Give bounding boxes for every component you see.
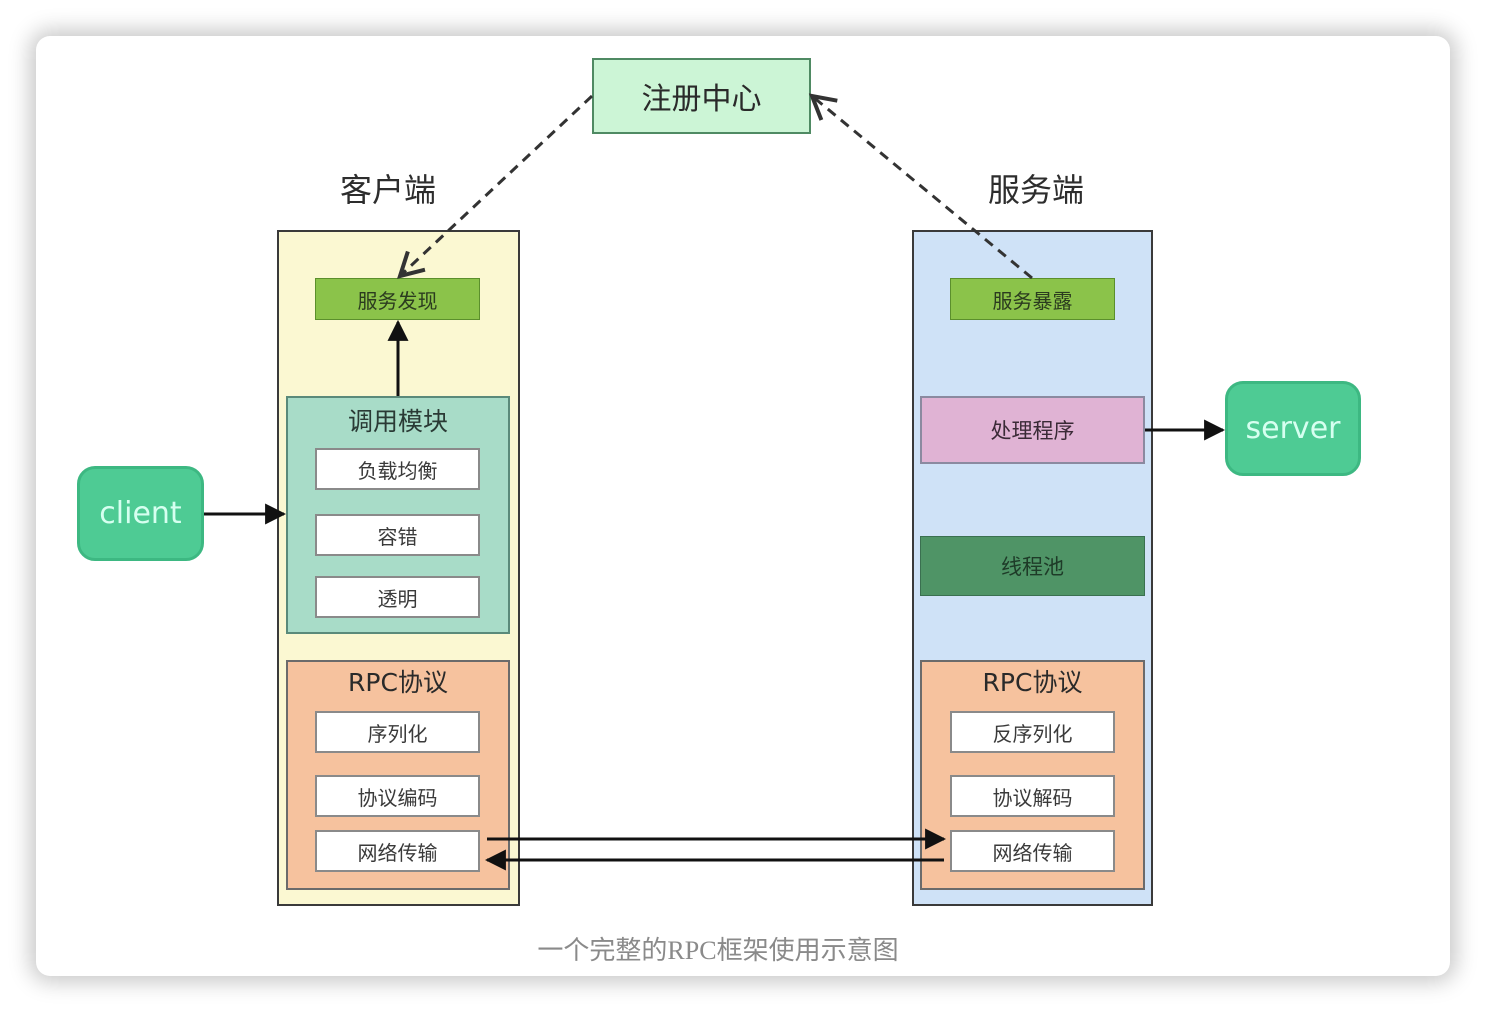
service-exposure-box: 服务暴露 <box>950 278 1115 320</box>
protocol-encode-label: 协议编码 <box>357 785 438 810</box>
fault-tolerance-label: 容错 <box>377 524 418 549</box>
service-discovery-box: 服务发现 <box>315 278 480 320</box>
diagram-caption: 一个完整的RPC框架使用示意图 <box>537 935 899 965</box>
thread-pool-box: 线程池 <box>920 536 1145 596</box>
client-rpc-protocol-title: RPC协议 <box>348 668 448 697</box>
server-node: server <box>1225 381 1361 476</box>
client-node-label: client <box>99 496 182 531</box>
load-balance-box: 负载均衡 <box>315 448 480 490</box>
client-node: client <box>77 466 204 561</box>
load-balance-label: 负载均衡 <box>357 458 438 483</box>
server-rpc-protocol-title: RPC协议 <box>982 668 1083 697</box>
transparency-box: 透明 <box>315 576 480 618</box>
client-network-transfer-label: 网络传输 <box>357 840 438 865</box>
invoke-module-title: 调用模块 <box>347 407 448 436</box>
diagram-card <box>36 36 1450 976</box>
handler-box: 处理程序 <box>920 396 1145 464</box>
server-network-transfer-box: 网络传输 <box>950 830 1115 872</box>
registry-center-box: 注册中心 <box>592 58 811 134</box>
protocol-decode-label: 协议解码 <box>992 785 1073 810</box>
serialize-label: 序列化 <box>367 721 428 746</box>
server-node-label: server <box>1245 411 1341 446</box>
client-network-transfer-box: 网络传输 <box>315 830 480 872</box>
handler-label: 处理程序 <box>990 419 1075 443</box>
service-discovery-label: 服务发现 <box>357 288 438 313</box>
server-network-transfer-label: 网络传输 <box>992 840 1073 865</box>
protocol-decode-box: 协议解码 <box>950 775 1115 817</box>
transparency-label: 透明 <box>377 586 418 611</box>
client-side-title: 客户端 <box>339 171 436 209</box>
thread-pool-label: 线程池 <box>1001 555 1064 579</box>
service-exposure-label: 服务暴露 <box>992 288 1073 313</box>
fault-tolerance-box: 容错 <box>315 514 480 556</box>
deserialize-box: 反序列化 <box>950 711 1115 753</box>
protocol-encode-box: 协议编码 <box>315 775 480 817</box>
server-side-title: 服务端 <box>987 171 1084 209</box>
deserialize-label: 反序列化 <box>992 721 1073 746</box>
serialize-box: 序列化 <box>315 711 480 753</box>
registry-center-label: 注册中心 <box>641 82 762 117</box>
